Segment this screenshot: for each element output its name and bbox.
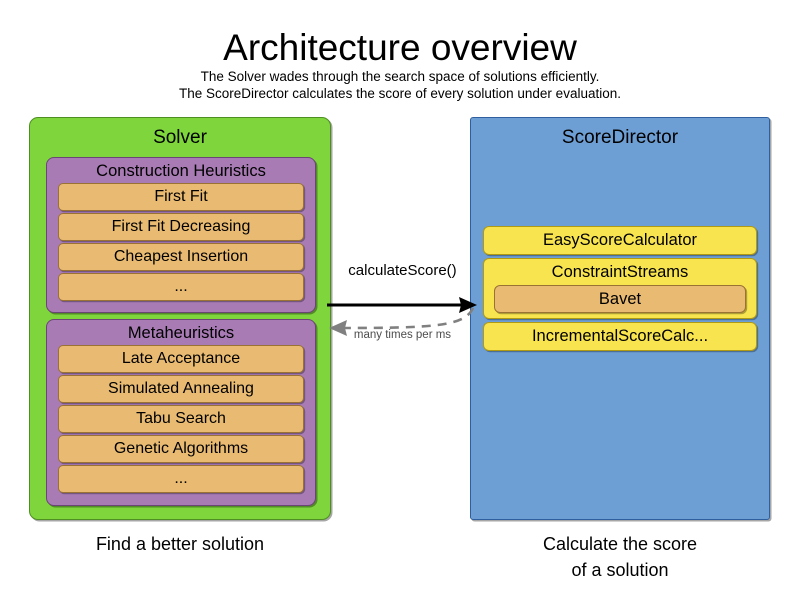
list-item-bavet[interactable]: Bavet — [494, 285, 746, 313]
arrow-group: calculateScore() many times per ms — [325, 262, 480, 352]
list-item-incremental-score-calculator[interactable]: IncrementalScoreCalc... — [483, 322, 757, 351]
score-director-caption-line-2: of a solution — [571, 560, 669, 580]
list-item-constraint-streams[interactable]: ConstraintStreams Bavet — [483, 258, 757, 319]
group-title-construction-heuristics: Construction Heuristics — [96, 162, 266, 180]
score-director-panel[interactable]: ScoreDirector EasyScoreCalculator Constr… — [470, 117, 770, 520]
score-director-caption-line-1: Calculate the score — [542, 534, 698, 554]
constraint-streams-label: ConstraintStreams — [551, 263, 689, 281]
list-item[interactable]: Late Acceptance — [58, 345, 304, 373]
list-item[interactable]: ... — [58, 465, 304, 493]
solver-panel-title: Solver — [153, 127, 207, 148]
list-item[interactable]: Simulated Annealing — [58, 375, 304, 403]
solver-panel[interactable]: Solver Construction Heuristics First Fit… — [29, 117, 331, 520]
subtitle-line-2: The ScoreDirector calculates the score o… — [179, 86, 621, 101]
arrow-label-calculate-score: calculateScore() — [348, 262, 457, 279]
list-item[interactable]: First Fit Decreasing — [58, 213, 304, 241]
score-calculator-list: EasyScoreCalculator ConstraintStreams Ba… — [483, 226, 757, 354]
group-metaheuristics[interactable]: Metaheuristics Late Acceptance Simulated… — [46, 319, 316, 506]
score-director-caption: Calculate the score of a solution — [470, 531, 770, 583]
list-item[interactable]: Genetic Algorithms — [58, 435, 304, 463]
list-item-easy-score-calculator[interactable]: EasyScoreCalculator — [483, 226, 757, 255]
page-title: Architecture overview — [223, 27, 577, 68]
solver-caption: Find a better solution — [95, 534, 265, 554]
list-item[interactable]: First Fit — [58, 183, 304, 211]
arrow-svg — [327, 297, 477, 336]
construction-heuristics-item-list: First Fit First Fit Decreasing Cheapest … — [58, 183, 304, 301]
list-item[interactable]: Tabu Search — [58, 405, 304, 433]
forward-arrow-icon — [327, 297, 477, 313]
group-construction-heuristics[interactable]: Construction Heuristics First Fit First … — [46, 157, 316, 313]
arrow-label-many-times-per-ms: many times per ms — [353, 329, 452, 341]
page-subtitle: The Solver wades through the search spac… — [0, 68, 800, 102]
metaheuristics-item-list: Late Acceptance Simulated Annealing Tabu… — [58, 345, 304, 493]
subtitle-line-1: The Solver wades through the search spac… — [200, 69, 600, 84]
return-arrow-icon — [329, 307, 475, 336]
list-item[interactable]: Cheapest Insertion — [58, 243, 304, 271]
score-director-panel-title: ScoreDirector — [561, 127, 679, 148]
group-title-metaheuristics: Metaheuristics — [127, 324, 235, 342]
list-item[interactable]: ... — [58, 273, 304, 301]
